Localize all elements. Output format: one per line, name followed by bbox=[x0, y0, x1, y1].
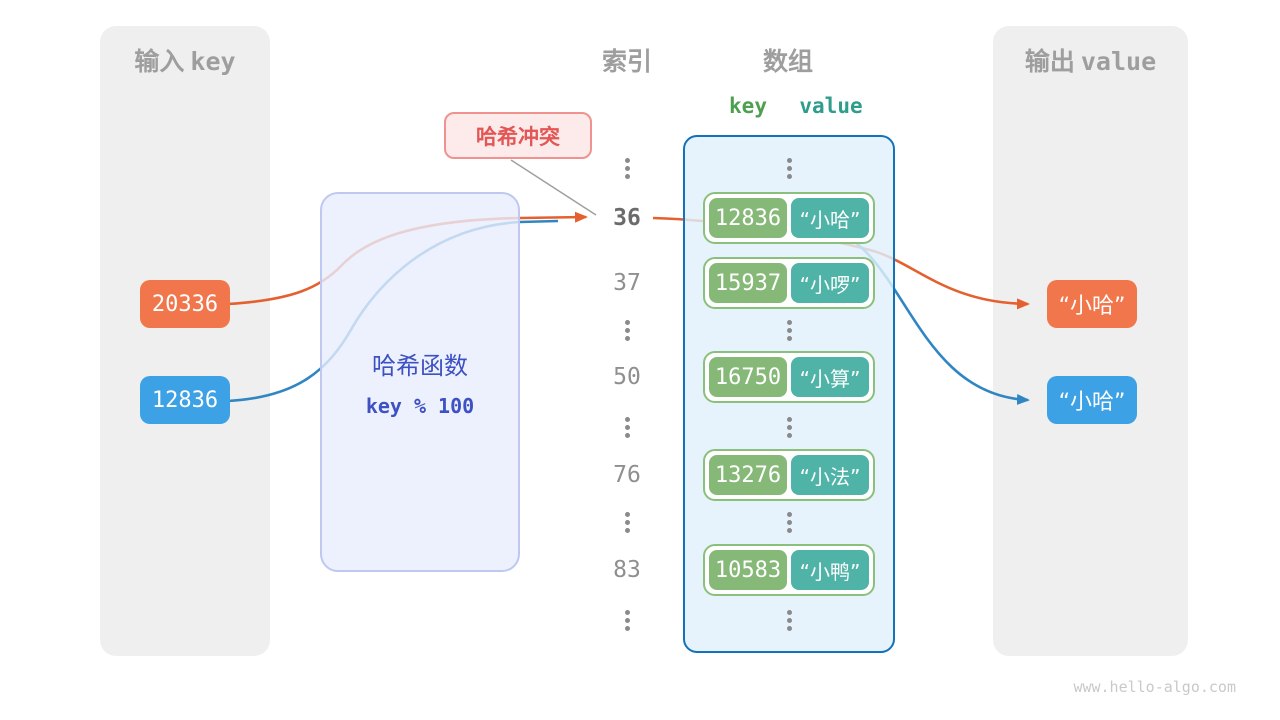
kv-pair: 12836 “小哈” bbox=[703, 192, 875, 244]
pair-value: “小哈” bbox=[791, 198, 869, 238]
watermark: www.hello-algo.com bbox=[1073, 678, 1236, 696]
input-key-chip-blue: 12836 bbox=[140, 376, 230, 424]
ellipsis-icon bbox=[787, 320, 792, 325]
input-panel bbox=[100, 26, 270, 656]
ellipsis-icon bbox=[625, 610, 630, 615]
pair-value: “小鸭” bbox=[791, 550, 869, 590]
pair-key: 16750 bbox=[709, 357, 787, 397]
array-title: 数组 bbox=[762, 47, 813, 76]
ellipsis-icon bbox=[625, 158, 630, 163]
index-value: 76 bbox=[613, 462, 641, 488]
pair-value: “小啰” bbox=[791, 263, 869, 303]
collision-pointer-line bbox=[510, 159, 597, 216]
pair-value: “小法” bbox=[791, 455, 869, 495]
kv-pair: 16750 “小算” bbox=[703, 351, 875, 403]
pair-key: 10583 bbox=[709, 550, 787, 590]
index-value: 83 bbox=[613, 557, 641, 583]
ellipsis-icon bbox=[625, 512, 630, 517]
pair-key: 13276 bbox=[709, 455, 787, 495]
index-column-title: 索引 bbox=[601, 47, 652, 76]
index-value: 50 bbox=[613, 364, 641, 390]
hash-collision-label: 哈希冲突 bbox=[444, 112, 592, 159]
hash-function-title: 哈希函数 bbox=[372, 352, 468, 380]
input-key-chip-orange: 20336 bbox=[140, 280, 230, 328]
ellipsis-icon bbox=[787, 158, 792, 163]
hash-function-box: 哈希函数 key % 100 bbox=[320, 192, 520, 572]
index-value-highlighted: 36 bbox=[613, 205, 641, 231]
ellipsis-icon bbox=[787, 610, 792, 615]
pair-key: 15937 bbox=[709, 263, 787, 303]
output-value-chip-blue: “小哈” bbox=[1047, 376, 1137, 424]
index-value: 37 bbox=[613, 270, 641, 296]
kv-pair: 13276 “小法” bbox=[703, 449, 875, 501]
ellipsis-icon bbox=[625, 417, 630, 422]
ellipsis-icon bbox=[625, 320, 630, 325]
input-title-cn: 输入 bbox=[134, 47, 185, 76]
output-title-cn: 输出 bbox=[1024, 47, 1075, 76]
output-title-code: value bbox=[1080, 47, 1157, 76]
array-value-header: value bbox=[799, 94, 863, 118]
pair-value: “小算” bbox=[791, 357, 869, 397]
ellipsis-icon bbox=[787, 512, 792, 517]
array-key-header: key bbox=[729, 94, 767, 118]
output-panel bbox=[993, 26, 1188, 656]
kv-pair: 10583 “小鸭” bbox=[703, 544, 875, 596]
pair-key: 12836 bbox=[709, 198, 787, 238]
kv-pair: 15937 “小啰” bbox=[703, 257, 875, 309]
ellipsis-icon bbox=[787, 417, 792, 422]
output-value-chip-orange: “小哈” bbox=[1047, 280, 1137, 328]
hash-function-formula: key % 100 bbox=[365, 394, 475, 418]
input-title-code: key bbox=[190, 47, 236, 76]
